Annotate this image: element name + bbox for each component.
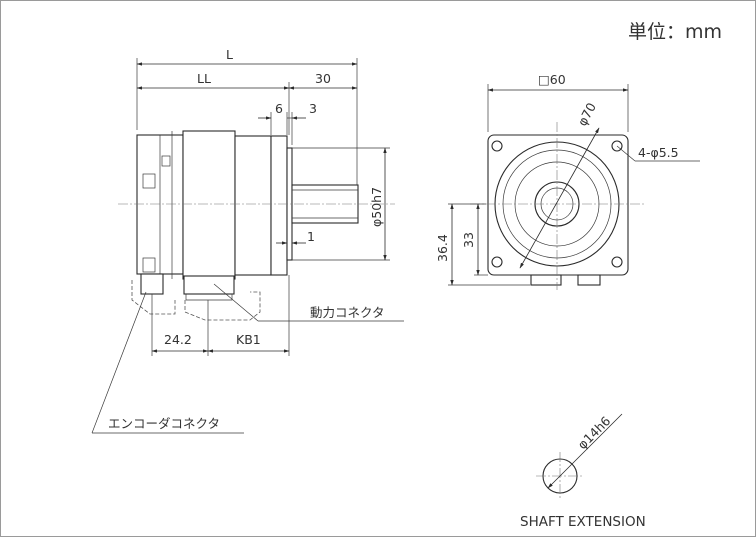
shaft-extension-caption: SHAFT EXTENSION: [520, 514, 646, 530]
unit-label: 単位：mm: [628, 21, 722, 43]
dim-36-4: 36.4: [435, 234, 450, 262]
motor-body: [182, 130, 236, 280]
dim-square: □60: [538, 72, 566, 87]
power-connector-label: 動力コネクタ: [310, 305, 385, 320]
encoder-connector-label: エンコーダコネクタ: [108, 416, 220, 431]
dim-33: 33: [461, 232, 476, 248]
front-view: □60 φ70 4-φ5.5 36.4 33: [435, 72, 700, 290]
dim-shaft-diameter: φ14h6: [575, 413, 614, 452]
flange: [270, 135, 288, 276]
dim-L: L: [226, 47, 233, 62]
dim-pcd: φ70: [574, 100, 599, 128]
dim-6: 6: [275, 101, 283, 116]
dim-3: 3: [309, 101, 317, 116]
dim-1: 1: [307, 229, 315, 244]
mount-hole-tl: [491, 140, 503, 152]
dim-pilot-diameter: φ50h7: [369, 187, 384, 227]
dim-holes: 4-φ5.5: [638, 145, 679, 160]
power-connector-body: [183, 275, 235, 295]
side-view: L LL 30 6 3 1 φ50h7 24.2 KB1: [91, 47, 404, 434]
encoder-connector-body: [140, 273, 164, 295]
dim-KB1: KB1: [236, 332, 261, 347]
shaft-extension-view: φ14h6 SHAFT EXTENSION: [520, 413, 646, 530]
dim-LL: LL: [197, 71, 211, 86]
mount-hole-bl: [491, 256, 503, 268]
dim-24-2: 24.2: [164, 332, 192, 347]
motor-frame: [234, 135, 272, 276]
dim-30: 30: [315, 71, 331, 86]
mount-hole-br: [611, 256, 623, 268]
